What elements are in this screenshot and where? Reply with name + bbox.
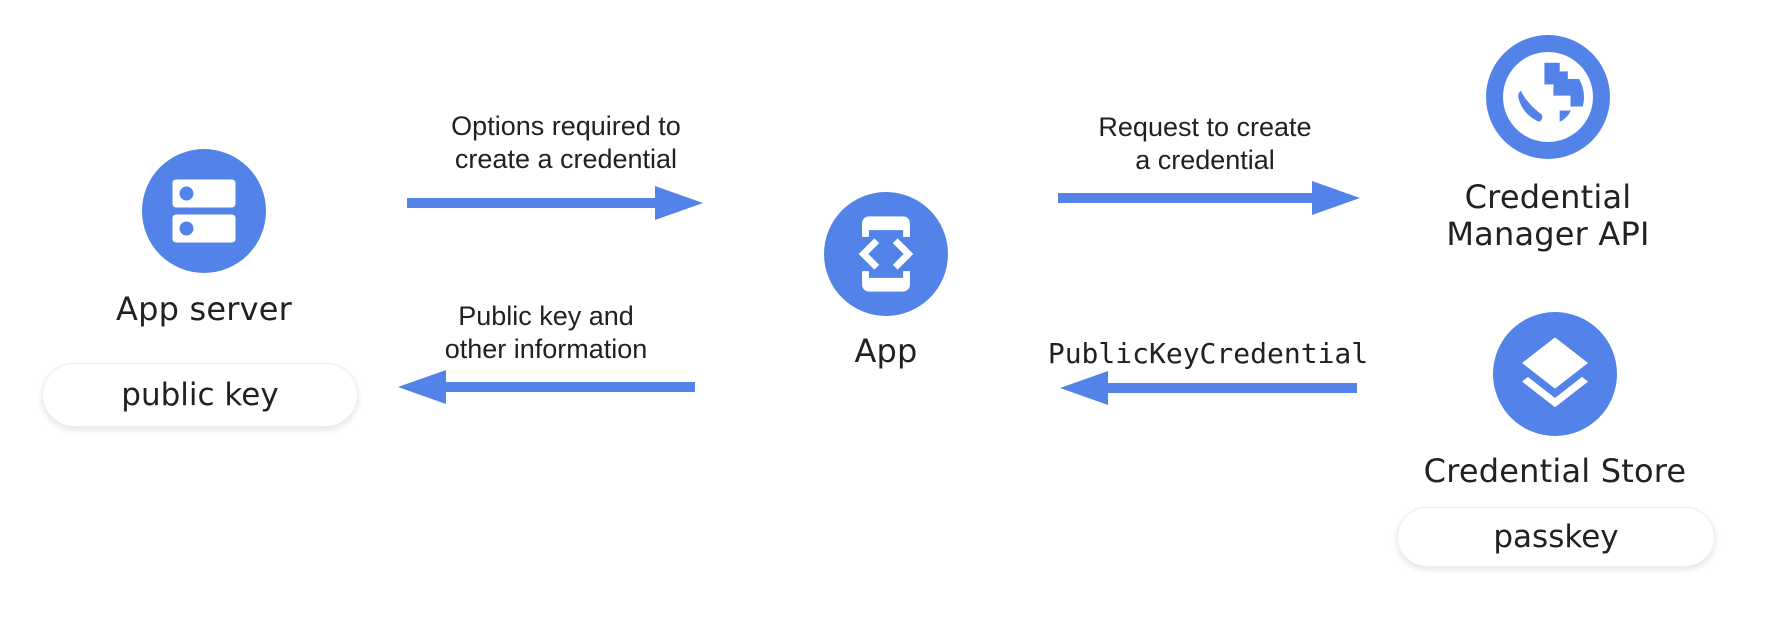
options-arrow-label: Options required to create a credential (366, 110, 766, 176)
request-arrow-label: Request to create a credential (1005, 111, 1405, 177)
public-key-info-label-line1: Public key and (458, 301, 634, 331)
app-node (824, 192, 948, 316)
public-key-badge: public key (42, 363, 358, 427)
credential-manager-api-label: Credential Manager API (1398, 179, 1698, 253)
options-arrow-head (655, 186, 703, 220)
options-arrow-label-line1: Options required to (451, 111, 681, 141)
request-arrow-head (1312, 181, 1360, 215)
public-key-info-arrow-label: Public key and other information (346, 300, 746, 366)
public-key-badge-text: public key (121, 377, 279, 413)
app-server-node (142, 149, 266, 273)
phone-code-icon (858, 216, 914, 292)
credential-store-node (1493, 312, 1617, 436)
layers-icon (1522, 337, 1588, 408)
public-key-credential-label-text: PublicKeyCredential (1047, 337, 1369, 370)
options-arrow-right (407, 186, 703, 220)
credential-manager-label-line1: Credential (1464, 178, 1632, 216)
options-arrow-shaft (407, 198, 661, 208)
app-server-label: App server (116, 290, 292, 328)
request-arrow-label-line1: Request to create (1098, 112, 1312, 142)
public-key-info-arrow-left (398, 370, 695, 404)
passkey-badge-text: passkey (1493, 519, 1619, 555)
server-stack-icon (172, 179, 236, 243)
public-key-credential-arrow-shaft (1104, 383, 1357, 393)
credential-manager-api-node (1486, 35, 1610, 159)
options-arrow-label-line2: create a credential (454, 144, 678, 174)
public-key-info-arrow-shaft (442, 382, 695, 392)
public-key-credential-arrow-left (1060, 371, 1357, 405)
request-arrow-label-line2: a credential (1135, 145, 1275, 175)
request-arrow-shaft (1058, 193, 1318, 203)
credential-manager-label-line2: Manager API (1446, 215, 1650, 253)
public-key-credential-arrow-label: PublicKeyCredential (1008, 337, 1408, 370)
passkey-badge: passkey (1397, 507, 1715, 567)
credential-store-label: Credential Store (1423, 452, 1687, 490)
globe-icon (1503, 52, 1593, 142)
public-key-info-label-line2: other information (444, 334, 648, 364)
public-key-credential-arrow-head (1060, 371, 1108, 405)
public-key-info-arrow-head (398, 370, 446, 404)
app-label: App (854, 332, 918, 370)
request-arrow-right (1058, 181, 1360, 215)
